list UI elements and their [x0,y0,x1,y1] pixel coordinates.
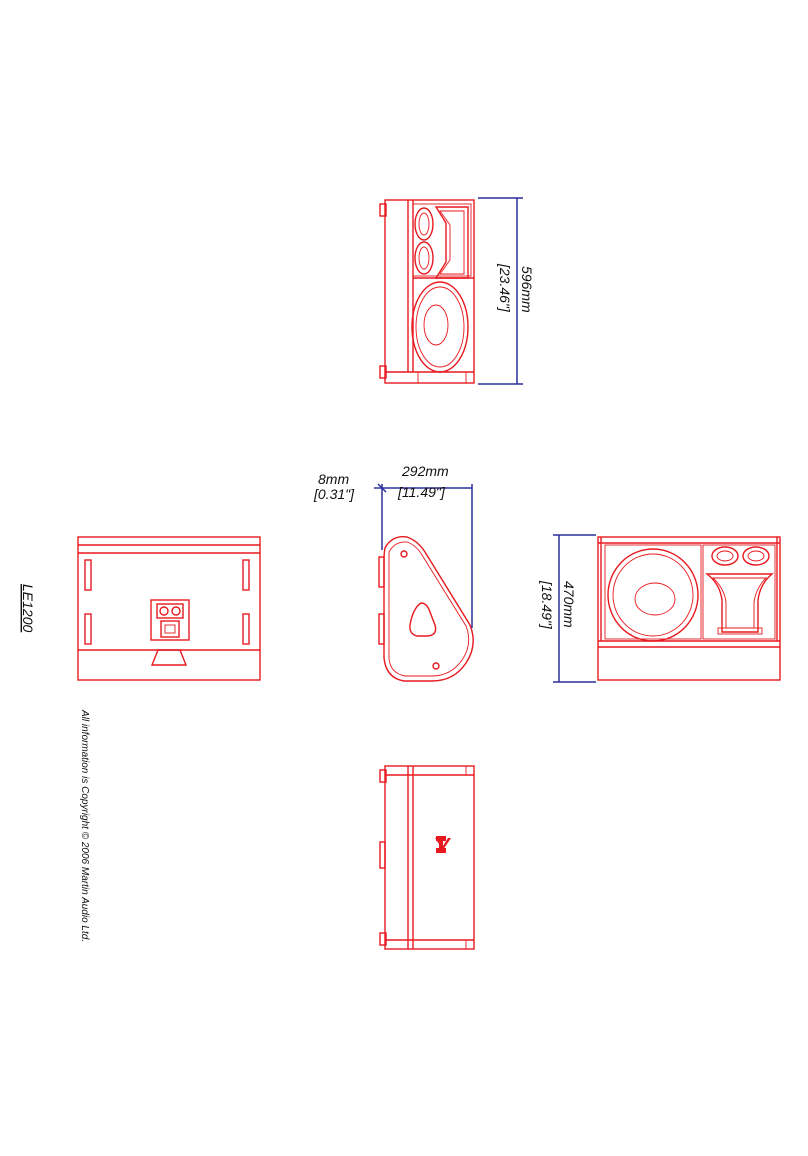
dimension-height: 596mm [23.46"] [478,197,535,385]
side-view [378,536,474,682]
rear-view [77,536,261,681]
dimension-depth: 8mm [0.31"] 292mm [11.49"] [313,463,473,628]
top-view [379,765,475,950]
dimension-width-mm: 470mm [561,581,577,628]
copyright-notice: All information is Copyright © 2006 Mart… [79,709,90,942]
model-name: LE1200 [20,584,36,632]
dimension-depth-in: [11.49"] [397,484,446,500]
dimension-width: 470mm [18.49"] [539,534,596,683]
dimension-lip-mm: 8mm [318,471,349,487]
front-view-vertical [379,199,475,384]
dimension-height-mm: 596mm [519,266,535,313]
front-view-horizontal [597,536,781,681]
martin-audio-logo [435,836,451,853]
dimension-lip-in: [0.31"] [313,486,355,502]
dimension-width-in: [18.49"] [539,580,555,630]
dimension-depth-mm: 292mm [401,463,449,479]
dimension-height-in: [23.46"] [497,263,513,313]
